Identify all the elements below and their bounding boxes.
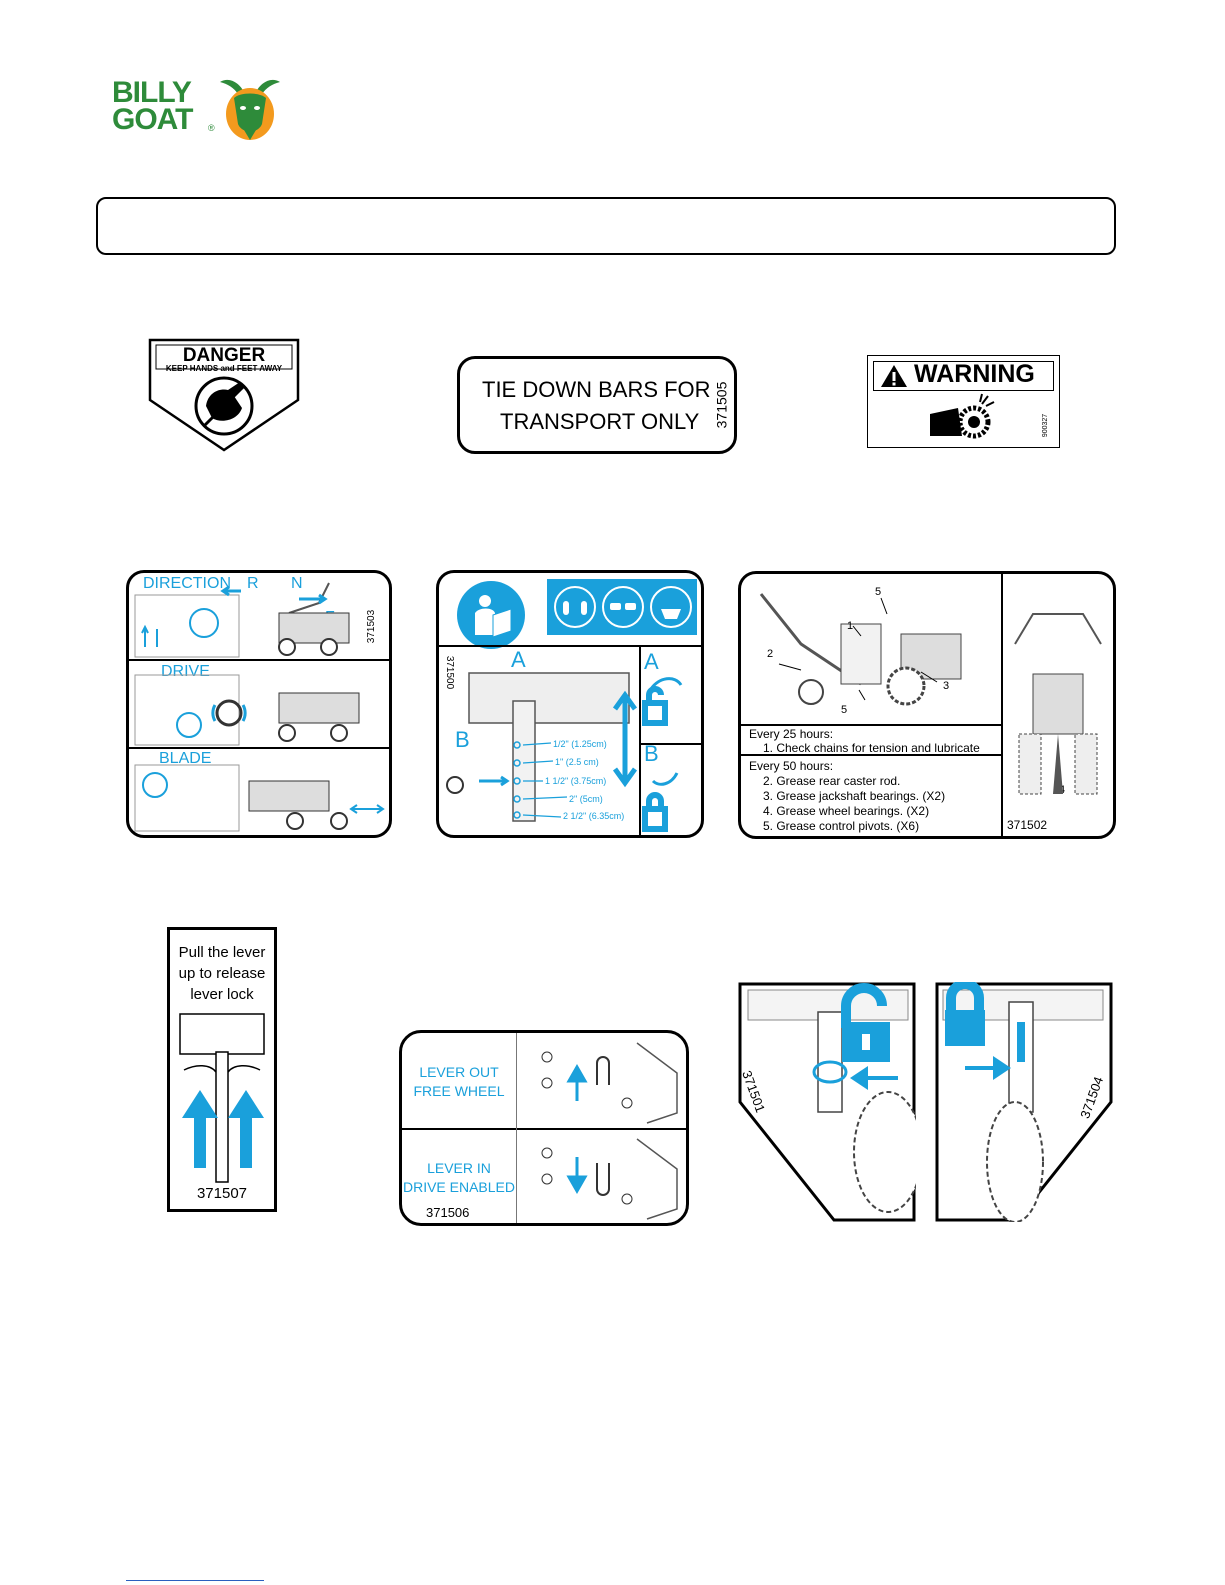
machine-side-illustration — [759, 593, 962, 706]
danger-title: DANGER — [182, 345, 266, 366]
danger-decal — [148, 338, 300, 452]
eye-protection-icon — [602, 586, 644, 628]
chain-hand-hazard-icon — [930, 393, 995, 439]
depth-label-b: B — [455, 727, 470, 752]
free-wheel-illustration — [541, 1042, 678, 1220]
warning-decal: WARNING 900327 — [867, 355, 1060, 448]
lock-label-b: B — [644, 741, 659, 766]
depth-label-a: A — [511, 647, 526, 672]
logo-registered-mark: ® — [208, 123, 215, 133]
direction-label: DIRECTION — [143, 575, 231, 592]
caster-lock-decal — [935, 982, 1113, 1222]
warning-title: WARNING — [914, 360, 1035, 388]
free-wheel-decal: LEVER OUT FREE WHEEL LEVER IN DRIVE ENAB… — [399, 1030, 689, 1226]
depth-setting-2: 1" (2.5 cm) — [555, 757, 599, 767]
callout-5a: 5 — [875, 586, 882, 598]
lever-lock-line-3: lever lock — [190, 986, 254, 1003]
caster-unlock-decal — [738, 982, 916, 1222]
warning-triangle-icon — [881, 365, 907, 387]
lever-lock-decal: Pull the lever up to release lever lock … — [167, 927, 277, 1212]
depth-setting-1: 1/2" (1.25cm) — [553, 739, 607, 749]
lever-out-line-1: LEVER OUT — [419, 1064, 499, 1080]
controls-decal: DIRECTION R N F 371503 DRIVE BLADE — [126, 570, 392, 838]
dust-mask-icon — [650, 586, 692, 628]
depth-illustration — [446, 672, 683, 832]
hearing-protection-icon — [554, 586, 596, 628]
lever-lock-line-1: Pull the lever — [178, 944, 266, 961]
machine-rear-illustration — [1014, 613, 1102, 795]
goat-head-icon — [220, 79, 280, 140]
blade-label: BLADE — [159, 750, 212, 767]
depth-setting-4: 2" (5cm) — [569, 794, 603, 804]
callout-2: 2 — [767, 648, 774, 660]
lock-label-a: A — [644, 649, 659, 674]
depth-setting-3: 1 1/2" (3.75cm) — [545, 776, 607, 786]
lever-out-line-2: FREE WHEEL — [413, 1083, 505, 1099]
maint-item-2: 2. Grease rear caster rod. — [763, 774, 901, 788]
maint-item-5: 5. Grease control pivots. (X6) — [763, 819, 920, 833]
free-wheel-part-number: 371506 — [426, 1205, 470, 1220]
lever-up-illustration — [179, 1013, 265, 1183]
maint-item-1: 1. Check chains for tension and lubricat… — [763, 741, 980, 755]
maint-item-3: 3. Grease jackshaft bearings. (X2) — [763, 789, 946, 803]
tie-down-line-2: TRANSPORT ONLY — [500, 409, 700, 434]
depth-adjust-decal: 371500 A B A B 1/2" (1.25cm) 1" (2.5 cm)… — [436, 570, 704, 838]
read-manual-icon — [457, 581, 525, 649]
controls-illustration — [134, 582, 385, 832]
maint-item-4: 4. Grease wheel bearings. (X2) — [763, 804, 930, 818]
section-title-box — [96, 197, 1116, 255]
maint-every-25: Every 25 hours: — [749, 727, 834, 741]
warning-part-number: 900327 — [1042, 413, 1050, 438]
depth-setting-5: 2 1/2" (6.35cm) — [563, 811, 625, 821]
brand-logo: BILLY GOAT ® — [112, 74, 287, 144]
tie-down-line-1: TIE DOWN BARS FOR — [482, 377, 711, 402]
tie-down-part-number: 371505 — [713, 381, 730, 429]
footer-rule — [126, 1580, 264, 1581]
logo-line-1: BILLY — [112, 76, 192, 109]
danger-subtitle: KEEP HANDS and FEET AWAY — [165, 364, 283, 373]
callout-5b: 5 — [841, 704, 848, 716]
direction-r-label: R — [247, 575, 259, 592]
maint-every-50: Every 50 hours: — [749, 759, 834, 773]
lever-in-line-2: DRIVE ENABLED — [402, 1179, 516, 1195]
lever-lock-line-2: up to release — [178, 965, 266, 982]
callout-1: 1 — [847, 620, 854, 632]
tie-down-decal: TIE DOWN BARS FOR TRANSPORT ONLY 371505 — [457, 356, 737, 454]
maintenance-part-number: 371502 — [1007, 818, 1048, 832]
callout-3: 3 — [943, 680, 950, 692]
drive-label: DRIVE — [161, 663, 210, 680]
direction-n-label: N — [291, 575, 303, 592]
logo-line-2: GOAT — [112, 103, 193, 136]
lever-in-line-1: LEVER IN — [427, 1160, 491, 1176]
maintenance-decal: 1 2 3 4 5 5 Every 25 hours: 1. Check cha… — [738, 571, 1116, 839]
lever-lock-part-number: 371507 — [196, 1185, 248, 1202]
